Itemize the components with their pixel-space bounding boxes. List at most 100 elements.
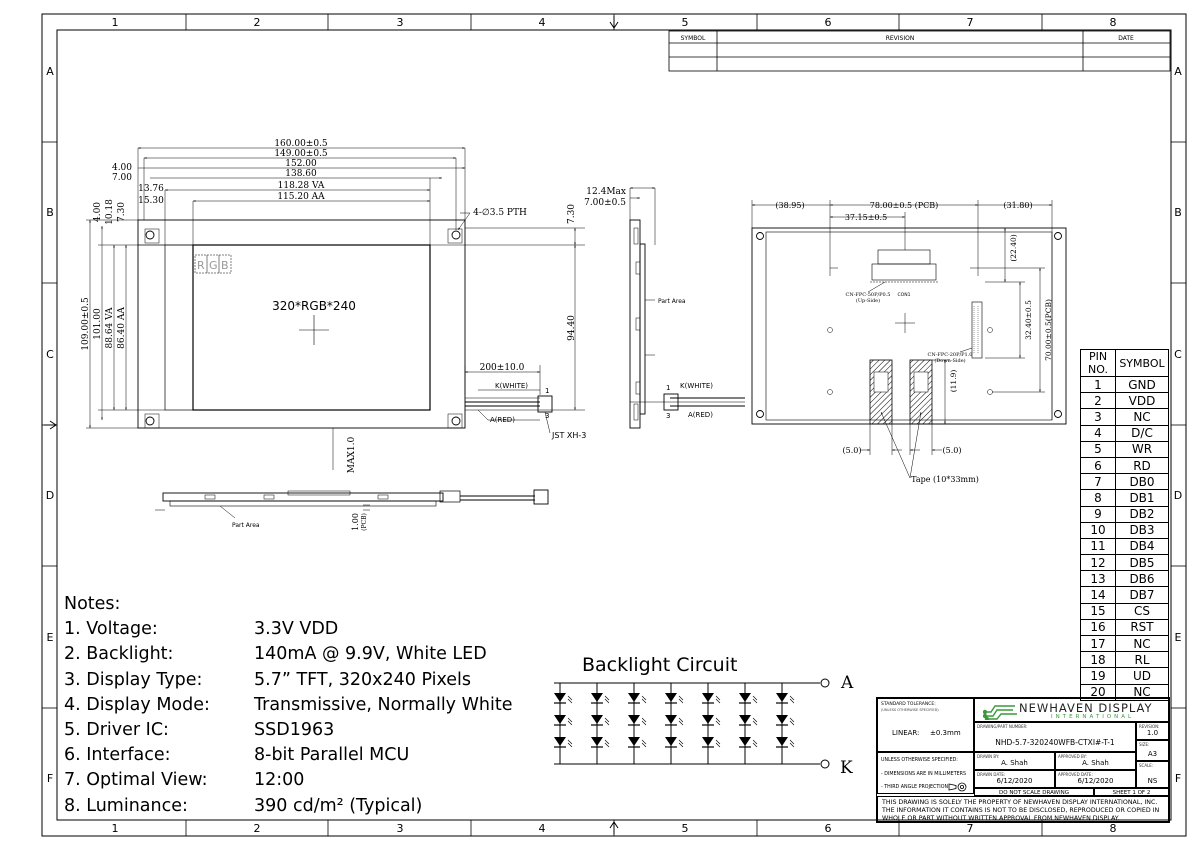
- note-row: 7. Optimal View: 12:00: [64, 768, 512, 793]
- dim-back-37-15: 37.15±0.5: [845, 213, 887, 222]
- part-number-label: DRAWING/PART NUMBER:: [977, 724, 1028, 729]
- col-label: 2: [254, 822, 261, 835]
- note-row: 1. Voltage:3.3V VDD: [64, 617, 512, 642]
- pin-number: 4: [1080, 424, 1116, 442]
- drawn-date: 6/12/2020: [996, 777, 1033, 785]
- approved-date-label: APPROVED DATE:: [1058, 772, 1093, 777]
- sheet-label: SHEET 1 OF 2: [1112, 789, 1151, 796]
- disclaimer-line: THE INFORMATION IT CONTAINS IS NOT TO BE…: [882, 807, 1160, 815]
- dim-cable-length: 200±10.0: [480, 363, 525, 373]
- pin-number: 2: [1080, 392, 1116, 410]
- side-part-area: Part Area: [658, 298, 686, 305]
- size-value: A3: [1147, 750, 1158, 758]
- note-value: 5.7” TFT, 320x240 Pixels: [254, 669, 472, 690]
- company-sub: INTERNATIONAL: [1051, 714, 1135, 720]
- led-diode-icon: [554, 715, 573, 726]
- part-number-cell: DRAWING/PART NUMBER: NHD-5.7-320240WFB-C…: [974, 722, 1136, 752]
- note-row: 6. Interface:8-bit Parallel MCU: [64, 743, 512, 768]
- note-key: 2. Backlight:: [64, 644, 174, 665]
- pin-number: 19: [1080, 667, 1116, 685]
- dim-bottom-1-00: 1.00: [351, 513, 360, 531]
- side-view: 12.4Max 7.00±0.5 Part Area K(WHITE) A(RE…: [584, 187, 745, 429]
- led-diode-icon: [628, 737, 647, 748]
- note-key: 4. Display Mode:: [64, 694, 210, 715]
- pin-number: 11: [1080, 537, 1116, 556]
- pin-number: 1: [1080, 375, 1116, 394]
- pin-symbol: UD: [1115, 667, 1169, 685]
- pin-symbol: DB1: [1115, 489, 1169, 507]
- col-label: 7: [967, 16, 974, 29]
- row-label: A: [1174, 65, 1182, 78]
- note-value: 12:00: [254, 770, 305, 791]
- third-angle-label: - THIRD ANGLE PROJECTION: [881, 785, 949, 790]
- note-value: SSD1963: [254, 720, 335, 741]
- led-diode-icon: [628, 693, 647, 704]
- revision-symbol-header: SYMBOL: [681, 35, 706, 42]
- row-label: E: [47, 631, 54, 644]
- border-labels: 1 2 3 4 5 6 7 8 1 2 3 4 5 6 7 8 A B C D …: [46, 16, 1182, 835]
- border-frame: [41, 13, 1187, 837]
- pin-number: 5: [1080, 440, 1116, 458]
- pin-symbol: NC: [1115, 634, 1169, 653]
- fpc-50p-label: CN-FPC-50P/P0.5: [846, 292, 891, 298]
- fpc-20p-side: (Down-Side): [934, 357, 965, 364]
- pin-symbol: DB7: [1115, 586, 1169, 604]
- side-wire-a-red: A(RED): [688, 411, 713, 419]
- col-label: 5: [682, 822, 689, 835]
- row-label: C: [46, 348, 54, 361]
- revision-label: REVISION:: [1139, 724, 1160, 729]
- pin-symbol: DB3: [1115, 521, 1169, 539]
- pin-number: 12: [1080, 554, 1116, 572]
- std-tolerance-sub: (UNLESS OTHERWISE SPECIFIED): [881, 708, 939, 712]
- note-value: 140mA @ 9.9V, White LED: [254, 644, 487, 665]
- pin-symbol: WR: [1115, 440, 1169, 458]
- row-label: C: [1174, 348, 1182, 361]
- dim-right-7-30: 7.30: [567, 204, 577, 224]
- revision-value: 1.0: [1146, 729, 1159, 737]
- side-wire-k-white: K(WHITE): [680, 382, 713, 390]
- side-pin3: 3: [666, 412, 670, 420]
- dim-active-area-width: 115.20 AA: [277, 192, 325, 202]
- dim-15-30: 15.30: [138, 196, 164, 206]
- led-diode-icon: [702, 715, 721, 726]
- pin-number: 6: [1080, 456, 1116, 475]
- pin-number: 3: [1080, 408, 1116, 426]
- note-key: 8. Luminance:: [64, 795, 188, 816]
- led-diode-icon: [739, 693, 758, 704]
- cathode-label: K: [840, 758, 853, 778]
- pin-number: 10: [1080, 521, 1116, 539]
- pin-symbol: GND: [1115, 375, 1169, 394]
- led-diode-icon: [665, 693, 684, 704]
- disclaimer-line: THIS DRAWING IS SOLELY THE PROPERTY OF N…: [882, 799, 1158, 806]
- col-label: 7: [967, 822, 974, 835]
- revision-cell: REVISION: 1.0: [1136, 722, 1169, 740]
- led-diode-icon: [776, 715, 795, 726]
- row-label: F: [1175, 772, 1181, 785]
- pin-symbol: RD: [1115, 456, 1169, 475]
- note-key: 7. Optimal View:: [64, 770, 208, 791]
- company-cell: NEWHAVEN DISPLAY INTERNATIONAL: [974, 698, 1169, 722]
- dim-width-152: 152.00: [285, 159, 317, 169]
- dim-viewing-area-height: 88.64 VA: [105, 307, 115, 349]
- col-label: 4: [539, 822, 546, 835]
- col-label: 3: [397, 16, 404, 29]
- pin-symbol: NC: [1115, 408, 1169, 426]
- dim-13-76: 13.76: [138, 184, 164, 194]
- led-diode-icon: [702, 693, 721, 704]
- approved-date-cell: APPROVED DATE: 6/12/2020: [1055, 770, 1136, 788]
- dim-7-00: 7.00: [112, 173, 132, 183]
- row-label: E: [1175, 631, 1182, 644]
- dim-bottom-pcb: (PCB): [361, 513, 368, 531]
- backlight-title: Backlight Circuit: [582, 654, 737, 676]
- newhaven-logo-icon: [983, 705, 1017, 720]
- note-key: 6. Interface:: [64, 745, 171, 766]
- led-diode-icon: [628, 715, 647, 726]
- led-diode-icon: [702, 737, 721, 748]
- symbol-header: SYMBOL: [1115, 349, 1169, 377]
- size-label: SIZE:: [1139, 742, 1150, 747]
